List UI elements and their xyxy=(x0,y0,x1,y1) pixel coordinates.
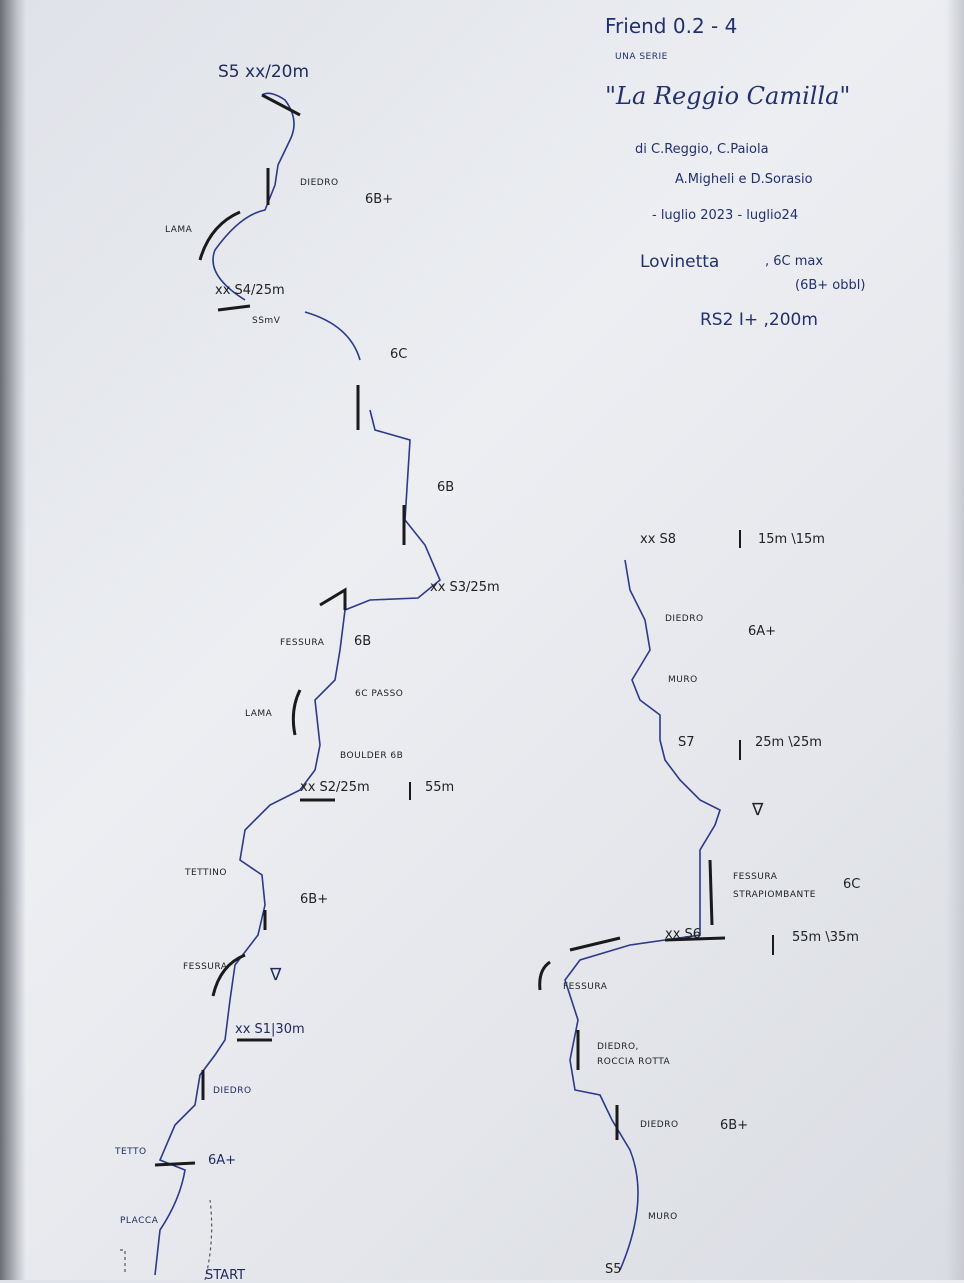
label-boulder: BOULDER 6B xyxy=(340,751,404,761)
dates: - luglio 2023 - luglio24 xyxy=(652,208,799,223)
label-placca: PLACCA xyxy=(120,1216,159,1226)
authors-line-2: A.Migheli e D.Sorasio xyxy=(675,172,813,187)
label-lama: LAMA xyxy=(245,709,273,719)
label-muro-low: MURO xyxy=(648,1212,678,1222)
grade-max: , 6C max xyxy=(765,254,824,269)
rating: RS2 I+ ,200m xyxy=(700,310,818,330)
left-route-line-top xyxy=(212,92,361,361)
belay-bolts xyxy=(409,530,774,955)
v-mark-right: ∇ xyxy=(752,800,764,820)
label-lama-top: LAMA xyxy=(165,225,193,235)
descent-line xyxy=(120,1199,213,1280)
belay-s5-right: S5 xyxy=(605,1262,622,1277)
belay-s4: xx S4/25m xyxy=(215,283,285,298)
route-title: "La Reggio Camilla" xyxy=(605,82,851,110)
belay-s3: xx S3/25m xyxy=(430,580,500,595)
belay-s7-length: 25m \25m xyxy=(755,735,822,750)
label-start: START xyxy=(205,1268,246,1283)
belay-s2: xx S2/25m xyxy=(300,780,370,795)
label-strapiombante: STRAPIOMBANTE xyxy=(733,890,816,900)
label-diedro: DIEDRO xyxy=(213,1086,252,1096)
grade-6aplus: 6A+ xyxy=(208,1153,237,1168)
label-tettino: TETTINO xyxy=(185,868,227,878)
belay-s6: xx S6 xyxy=(665,927,702,942)
belay-s8-length: 15m \15m xyxy=(758,532,825,547)
belay-s8: xx S8 xyxy=(640,532,677,547)
grade-6c: 6C xyxy=(390,347,408,362)
left-route-line xyxy=(154,409,441,1276)
grade-obbl: (6B+ obbl) xyxy=(795,278,866,293)
belay-s1: xx S1|30m xyxy=(235,1022,305,1037)
grade-6b-2: 6B xyxy=(354,634,372,649)
grade-6b: 6B xyxy=(437,480,455,495)
label-6c-passo: 6C PASSO xyxy=(355,689,404,699)
gear-note: UNA SERIE xyxy=(615,52,668,62)
belay-s7: S7 xyxy=(678,735,695,750)
grade-6c-right: 6C xyxy=(843,877,861,892)
grade-6bplus-top: 6B+ xyxy=(365,192,394,207)
label-tetto: TETTO xyxy=(115,1147,147,1157)
label-roccia-rotta: ROCCIA ROTTA xyxy=(597,1057,671,1067)
label-fessura: FESSURA xyxy=(280,638,325,648)
label-fessura-1: FESSURA xyxy=(733,872,778,882)
right-route-line xyxy=(564,559,721,1271)
label-diedro-top: DIEDRO xyxy=(300,178,339,188)
belay-s4-note: SSmV xyxy=(252,316,281,326)
label-fessura-right: FESSURA xyxy=(563,982,608,992)
paper-shadow-right xyxy=(946,0,964,1280)
belay-s6-length: 55m \35m xyxy=(792,930,859,945)
gear-text: Friend 0.2 - 4 xyxy=(605,14,738,38)
label-diedro-low: DIEDRO xyxy=(640,1120,679,1130)
grade-6bplus-right: 6B+ xyxy=(720,1118,749,1133)
left-route-rock-features xyxy=(154,93,406,1167)
grade-6bplus: 6B+ xyxy=(300,892,329,907)
authors-line-1: di C.Reggio, C.Paiola xyxy=(635,142,769,157)
belay-s5: S5 xx/20m xyxy=(218,62,310,82)
label-diedro-right: DIEDRO xyxy=(665,614,704,624)
paper-shadow-left xyxy=(0,0,26,1280)
location: Lovinetta xyxy=(640,252,720,272)
v-mark-left: ∇ xyxy=(270,965,282,985)
label-muro: MURO xyxy=(668,675,698,685)
belay-s2-note: 55m xyxy=(425,780,455,795)
right-route-rock-features xyxy=(538,859,726,1140)
grade-6aplus-right: 6A+ xyxy=(748,624,777,639)
label-fessura-2: FESSURA xyxy=(183,962,228,972)
label-diedro-comma: DIEDRO, xyxy=(597,1042,639,1052)
